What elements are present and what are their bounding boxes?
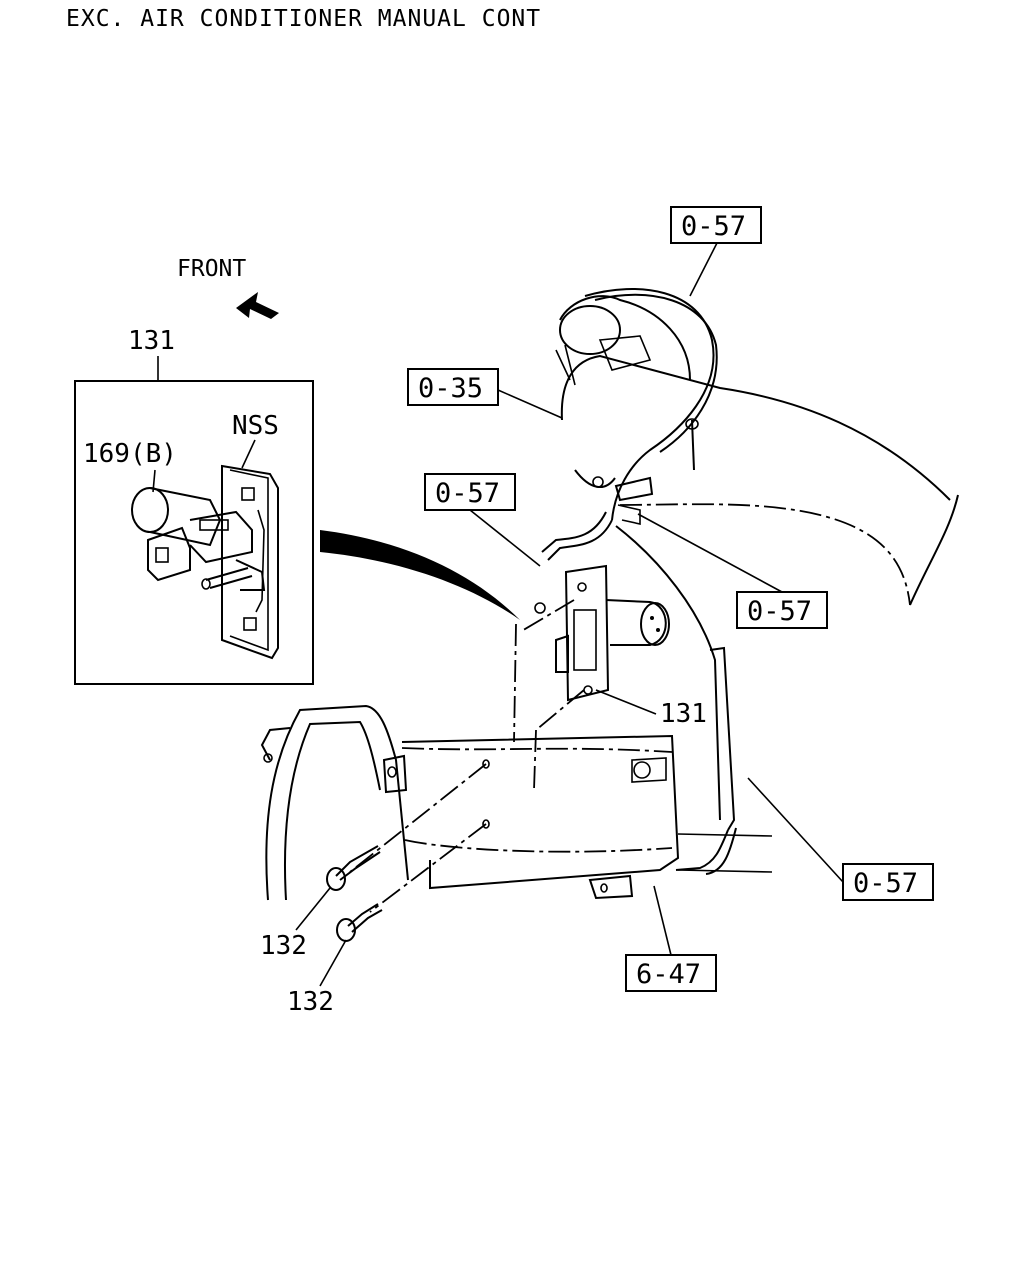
- svg-text:0-57: 0-57: [853, 868, 918, 899]
- front-label: FRONT: [177, 256, 246, 282]
- callout-132-upper: 132: [260, 931, 307, 961]
- ref-box-top-right: 0-57: [670, 206, 762, 244]
- ref-box-mid-left: 0-57: [424, 473, 516, 511]
- inset-frame: [74, 380, 314, 685]
- main-assembly-drawing: [260, 287, 959, 942]
- ref-box-bottom-right: 0-57: [842, 863, 934, 901]
- svg-text:6-47: 6-47: [636, 959, 701, 990]
- inset-label-nss: NSS: [232, 411, 279, 441]
- svg-text:0-35: 0-35: [418, 373, 483, 404]
- svg-text:0-57: 0-57: [435, 478, 500, 509]
- callout-131: 131: [660, 699, 707, 729]
- inset-label-169b: 169(B): [83, 439, 177, 469]
- svg-text:0-57: 0-57: [747, 596, 812, 627]
- ref-box-bracket: 6-47: [625, 954, 717, 992]
- ref-box-mid-right: 0-57: [736, 591, 828, 629]
- callout-132-lower: 132: [287, 987, 334, 1017]
- inset-part-number: 131: [128, 326, 175, 356]
- inset-vsv-drawing: [131, 464, 279, 660]
- front-arrow-icon: [236, 292, 279, 319]
- ref-box-left-upper: 0-35: [407, 368, 499, 406]
- pointer-arrow: [320, 530, 520, 620]
- svg-text:0-57: 0-57: [681, 211, 746, 242]
- diagram-title: EXC. AIR CONDITIONER MANUAL CONT: [66, 6, 541, 32]
